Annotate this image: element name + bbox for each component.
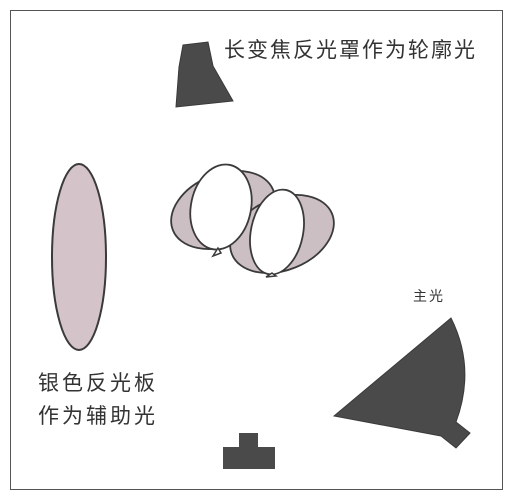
fill-light-label-line1: 银色反光板 [38, 371, 158, 395]
silver-reflector [51, 163, 107, 351]
key-light-label: 主光 [413, 289, 445, 305]
key-light-softbox-icon [332, 317, 471, 449]
balloon-subjects [170, 163, 335, 278]
rim-light-label: 长变焦反光罩作为轮廓光 [224, 38, 477, 62]
rim-light-reflector-icon [175, 41, 234, 108]
balloon-left-knot [211, 246, 223, 258]
balloon-right [249, 188, 305, 276]
balloon-left [189, 163, 253, 251]
camera-icon [223, 433, 275, 469]
fill-light-label-line2: 作为辅助光 [38, 404, 158, 428]
balloon-right-knot [265, 272, 278, 278]
